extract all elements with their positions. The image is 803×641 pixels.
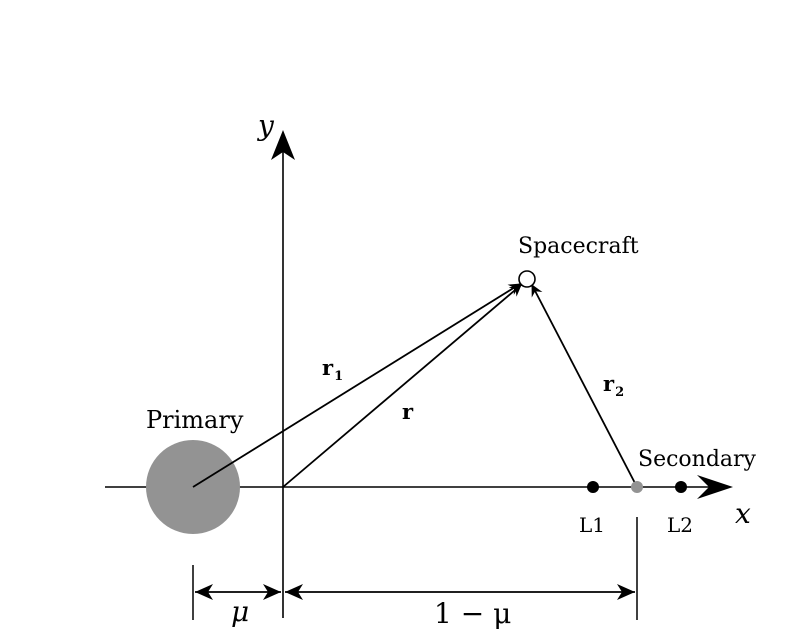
dim-mu-arrow-left <box>195 584 213 600</box>
y-axis-label: y <box>258 109 274 142</box>
vector-r-label: r <box>402 399 414 424</box>
dim-one-minus-mu-label: 1 − μ <box>434 597 512 630</box>
dim-mu-label: μ <box>231 595 250 628</box>
x-axis-arrowhead <box>697 475 733 499</box>
vector-r <box>282 284 522 488</box>
vector-r1 <box>192 283 521 488</box>
dim-one-minus-mu-arrow-right <box>617 584 635 600</box>
l2-label: L2 <box>667 513 694 537</box>
y-axis-arrowhead <box>271 130 295 160</box>
vector-r2-base: r <box>603 371 615 396</box>
dim-mu-arrow-right <box>263 584 281 600</box>
vector-r2-subscript: 2 <box>615 384 625 400</box>
x-axis-label: x <box>735 497 751 530</box>
vector-r1-base: r <box>322 355 334 380</box>
l2-point <box>675 481 687 493</box>
primary-label: Primary <box>146 406 244 434</box>
vector-r1-subscript: 1 <box>334 368 344 384</box>
dim-one-minus-mu-arrow-left <box>285 584 303 600</box>
l1-point <box>587 481 599 493</box>
vector-r1-label: r1 <box>322 357 343 383</box>
secondary-body <box>631 481 643 493</box>
l1-label: L1 <box>579 513 606 537</box>
vector-r2-label: r2 <box>603 373 624 399</box>
spacecraft-label: Spacecraft <box>518 234 639 259</box>
secondary-label: Secondary <box>638 447 756 472</box>
vector-r2 <box>531 284 638 488</box>
spacecraft-marker <box>518 270 536 288</box>
